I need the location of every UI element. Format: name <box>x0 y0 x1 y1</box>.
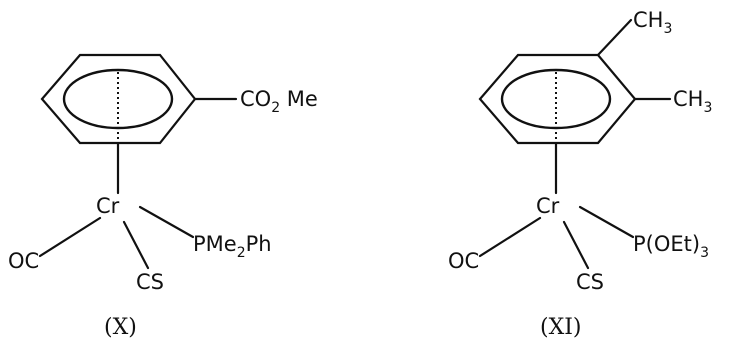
phosphite-label: P(OEt)3 <box>633 232 709 261</box>
carbonyl-label-xi: OC <box>448 249 479 273</box>
phosphine-label: PMe2Ph <box>193 232 272 261</box>
ester-label: CO2 Me <box>240 87 318 116</box>
metal-cr-xi: Cr <box>536 194 560 218</box>
cr-co-bond-x <box>38 216 102 258</box>
methyl-right-label: CH3 <box>673 87 712 116</box>
methyl-top-label: CH3 <box>633 8 672 37</box>
molecule-xi: CH3 CH3 Cr P(OEt)3 OC CS (XI) <box>448 8 712 340</box>
thiocarbonyl-label-xi: CS <box>576 270 604 294</box>
ring-methyl-top-bond <box>596 18 633 57</box>
compound-label-xi: (XI) <box>540 315 582 340</box>
cr-phosphite-bond <box>578 205 635 239</box>
compound-label-x: (X) <box>104 315 137 340</box>
thiocarbonyl-label-x: CS <box>136 270 164 294</box>
cr-cs-bond-x <box>122 220 150 270</box>
cr-phosphine-bond <box>138 205 195 239</box>
benzene-ring-xi <box>478 53 637 145</box>
metal-cr-x: Cr <box>96 194 120 218</box>
molecule-x: CO2 Me Cr PMe2Ph OC CS (X) <box>8 53 318 340</box>
benzene-ring-x <box>40 53 197 145</box>
cr-co-bond-xi <box>478 216 542 258</box>
cr-cs-bond-xi <box>562 220 590 270</box>
carbonyl-label-x: OC <box>8 249 39 273</box>
